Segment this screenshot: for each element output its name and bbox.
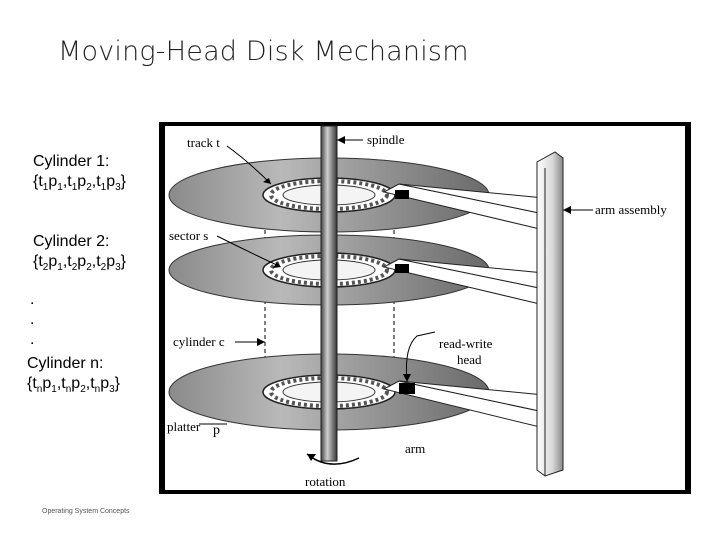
p-marker: p	[213, 423, 220, 438]
slide-title: Moving-Head Disk Mechanism	[58, 36, 469, 67]
read-write-label-line2: head	[457, 352, 482, 367]
ellipsis-dot: .	[30, 331, 35, 348]
cylinder-n-text: Cylinder n: {tnp1,tnp2,tnp3}	[27, 354, 120, 400]
ellipsis-dot: .	[30, 291, 35, 308]
arm-label: arm	[405, 441, 425, 456]
disk-diagram: track t spindle arm assembly sector s cy…	[159, 122, 691, 494]
disk-mechanism-figure: track t spindle arm assembly sector s cy…	[159, 122, 691, 499]
arm-assembly	[536, 151, 564, 477]
arm-assembly-label: arm assembly	[595, 202, 667, 217]
cylinder-1-text: Cylinder 1: {t1p1,t1p2,t1p3}	[33, 152, 126, 198]
cylinder-2-text: Cylinder 2: {t2p1,t2p2,t2p3}	[33, 232, 126, 278]
cylinder-label: cylinder c	[173, 334, 225, 349]
rotation-arrowhead	[307, 454, 316, 461]
cylinder-2-label: Cylinder 2:	[33, 233, 110, 250]
cylinder-1-set: {t1p1,t1p2,t1p3}	[33, 173, 127, 194]
track-label: track t	[187, 135, 220, 150]
spindle-label: spindle	[367, 132, 405, 147]
arrowheads	[257, 136, 571, 382]
read-write-head-1	[395, 190, 409, 199]
cylinder-1-label: Cylinder 1:	[33, 153, 110, 170]
arms	[382, 183, 545, 429]
ellipsis-dot: .	[30, 311, 35, 328]
platter-label: platter	[167, 419, 201, 434]
rotation-label: rotation	[305, 474, 346, 489]
read-write-label-line1: read-write	[439, 336, 493, 351]
spindle-shaft	[320, 125, 338, 462]
read-write-head-2	[395, 264, 409, 273]
cylinder-n-label: Cylinder n:	[27, 355, 104, 372]
ellipsis: . . .	[30, 290, 34, 350]
read-write-head-3	[399, 383, 415, 394]
sector-label: sector s	[169, 228, 208, 243]
cylinder-n-set: {tnp1,tnp2,tnp3}	[27, 375, 121, 396]
cylinder-2-set: {t2p1,t2p2,t2p3}	[33, 253, 127, 274]
footer-text: Operating System Concepts	[42, 508, 130, 515]
